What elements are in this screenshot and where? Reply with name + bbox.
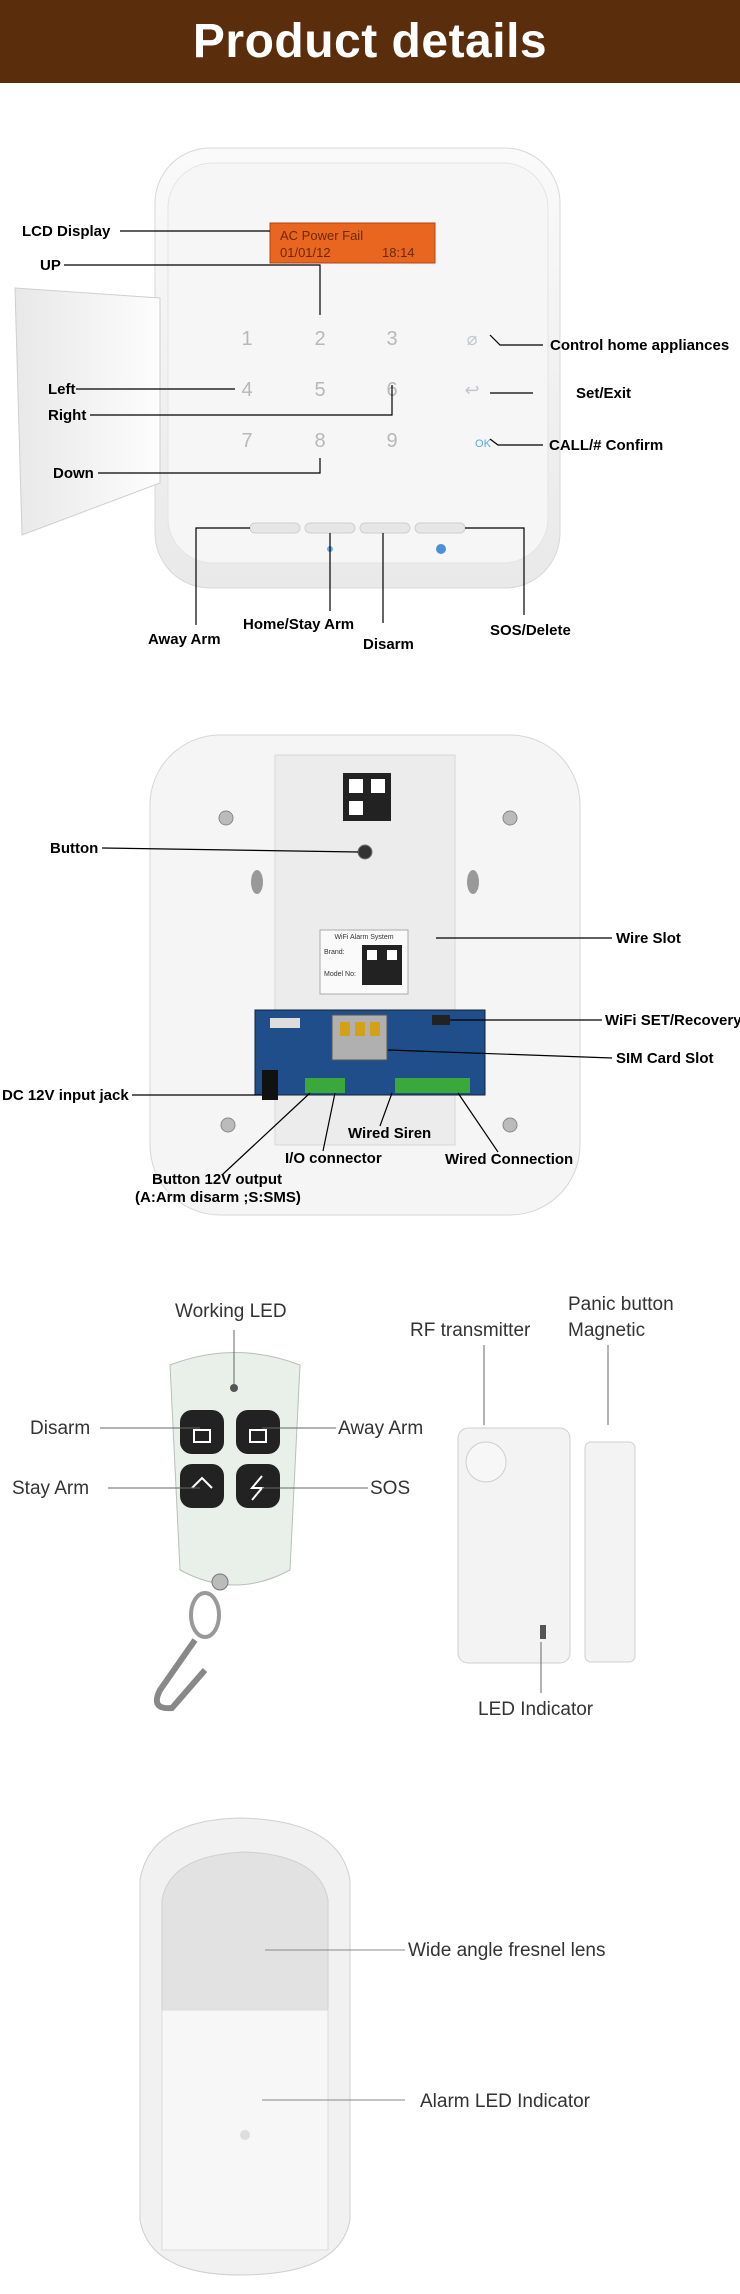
label-control-home: Control home appliances	[550, 337, 729, 354]
label-rf-transmitter: RF transmitter	[410, 1320, 531, 1341]
label-button-output-2: (A:Arm disarm ;S:SMS)	[135, 1189, 301, 1206]
label-away-arm-key: Away Arm	[338, 1418, 423, 1439]
key-2[interactable]: 2	[314, 328, 325, 350]
label-down: Down	[53, 465, 94, 482]
label-right: Right	[48, 407, 86, 424]
key-9[interactable]: 9	[386, 430, 397, 452]
label-stay-arm-key: Stay Arm	[12, 1478, 89, 1499]
pcb-label	[270, 1018, 300, 1028]
key-ring	[189, 1591, 221, 1639]
header-banner: Product details	[0, 0, 740, 83]
sos-key[interactable]	[236, 1464, 280, 1508]
pir-figure: Wide angle fresnel lens Alarm LED Indica…	[139, 1817, 606, 2276]
front-panel-section: AC Power Fail 01/01/12 18:14 1 2 3 4 5 6…	[0, 83, 740, 683]
sos-led-icon	[436, 544, 446, 554]
away-arm-button[interactable]	[249, 522, 301, 534]
label-home-stay-arm: Home/Stay Arm	[243, 616, 354, 633]
label-panic-button: Panic button	[568, 1294, 674, 1315]
disarm-button[interactable]	[359, 522, 411, 534]
back-button[interactable]	[357, 844, 373, 860]
back-panel-section: WiFi Alarm System Brand: Model No: Butto…	[0, 710, 740, 1230]
label-away-arm: Away Arm	[148, 631, 221, 648]
working-led-icon	[230, 1384, 238, 1392]
lock-icon	[249, 1429, 267, 1443]
wired-terminal[interactable]	[395, 1078, 470, 1093]
page-title: Product details	[192, 15, 548, 68]
label-io-connector: I/O connector	[285, 1150, 382, 1167]
label-set-exit: Set/Exit	[576, 385, 631, 402]
label-led-indicator: LED Indicator	[478, 1699, 594, 1720]
label-wired-connection: Wired Connection	[445, 1151, 573, 1168]
key-8[interactable]: 8	[314, 430, 325, 452]
sticker-brand: Brand:	[324, 949, 345, 956]
label-magnetic: Magnetic	[568, 1320, 645, 1341]
clasp	[154, 1638, 208, 1712]
label-sim-slot: SIM Card Slot	[616, 1050, 714, 1067]
magnet-body	[584, 1441, 636, 1663]
label-lcd-display: LCD Display	[22, 223, 111, 240]
alarm-led-icon	[240, 2130, 250, 2140]
away-arm-key[interactable]	[236, 1410, 280, 1454]
key-5[interactable]: 5	[314, 379, 325, 401]
label-disarm: Disarm	[363, 636, 414, 653]
panel-lid	[14, 287, 161, 536]
disarm-key[interactable]	[180, 1410, 224, 1454]
label-wired-siren: Wired Siren	[348, 1125, 431, 1142]
led-indicator-icon	[540, 1625, 546, 1639]
accessories-section: Working LED Disarm Away Arm Stay Arm SOS…	[0, 1270, 740, 1770]
keyhole-icon	[251, 870, 263, 894]
key-4[interactable]: 4	[241, 379, 252, 401]
label-alarm-led: Alarm LED Indicator	[420, 2091, 591, 2112]
back-panel-figure: WiFi Alarm System Brand: Model No: Butto…	[2, 734, 740, 1216]
set-exit-key-icon[interactable]: ↩	[464, 380, 479, 400]
unlock-icon	[193, 1429, 211, 1443]
appliance-key-icon[interactable]: ⌀	[467, 329, 478, 349]
label-button: Button	[50, 840, 98, 857]
screw-icon	[218, 810, 234, 826]
label-working-led: Working LED	[175, 1301, 287, 1322]
screw-icon	[502, 810, 518, 826]
label-sos-delete: SOS/Delete	[490, 622, 571, 639]
stay-arm-key[interactable]	[180, 1464, 224, 1508]
label-fresnel-lens: Wide angle fresnel lens	[408, 1940, 606, 1961]
label-left: Left	[48, 381, 76, 398]
front-panel-figure: AC Power Fail 01/01/12 18:14 1 2 3 4 5 6…	[14, 147, 729, 653]
sim-card-slot[interactable]	[331, 1014, 388, 1061]
key-3[interactable]: 3	[386, 328, 397, 350]
dc-jack[interactable]	[262, 1070, 278, 1100]
label-disarm-key: Disarm	[30, 1418, 90, 1439]
sticker-model: Model No:	[324, 971, 356, 978]
label-dc-jack: DC 12V input jack	[2, 1087, 129, 1104]
screw-icon	[502, 1117, 518, 1133]
fresnel-lens	[161, 1851, 329, 2011]
io-terminal[interactable]	[305, 1078, 345, 1093]
confirm-key-icon[interactable]: OK	[475, 438, 492, 450]
label-button-output-1: Button 12V output	[152, 1171, 282, 1188]
label-call-confirm: CALL/# Confirm	[549, 437, 663, 454]
lcd-date: 01/01/12	[280, 245, 331, 260]
pir-section: Wide angle fresnel lens Alarm LED Indica…	[0, 1800, 740, 2289]
accessories-figure: Working LED Disarm Away Arm Stay Arm SOS…	[12, 1294, 674, 1720]
label-sos-key: SOS	[370, 1478, 410, 1499]
lcd-time: 18:14	[382, 245, 415, 260]
label-wire-slot: Wire Slot	[616, 930, 681, 947]
lcd-screen	[269, 222, 436, 264]
screw-icon	[220, 1117, 236, 1133]
sos-delete-button[interactable]	[414, 522, 466, 534]
rf-transmitter-body	[457, 1427, 571, 1664]
home-stay-arm-button[interactable]	[304, 522, 356, 534]
home-icon	[191, 1476, 213, 1489]
keyhole-icon	[467, 870, 479, 894]
key-1[interactable]: 1	[241, 328, 252, 350]
wifi-set-button[interactable]	[432, 1015, 450, 1025]
label-up: UP	[40, 257, 61, 274]
key-7[interactable]: 7	[241, 430, 252, 452]
bolt-icon	[249, 1475, 265, 1501]
label-wifi-set: WiFi SET/Recovery	[605, 1012, 740, 1029]
sticker-title: WiFi Alarm System	[334, 934, 393, 941]
lcd-line1: AC Power Fail	[280, 228, 363, 243]
